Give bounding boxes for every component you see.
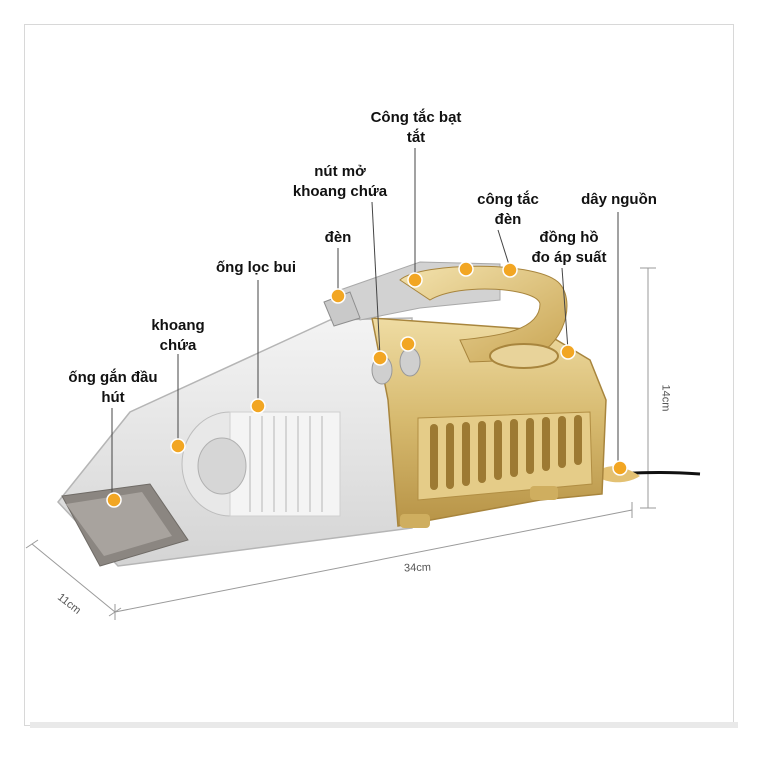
label-day-nguon: dây nguồn: [581, 191, 657, 208]
label-dong-ho-do-ap-suat: đồng hồ đo áp suất: [531, 229, 607, 266]
callout-dot-den: [330, 288, 346, 304]
leader-lines: [111, 148, 619, 498]
callout-dot-khoang-chua: [170, 438, 186, 454]
callout-dot-nut-mo: [372, 350, 388, 366]
callout-dot-ong-gan-dau-hut: [106, 492, 122, 508]
width-tick-bottom: [108, 607, 122, 617]
filter-center: [197, 437, 247, 495]
callout-dot-ong-loc-bui: [250, 398, 266, 414]
length-line: [114, 509, 633, 613]
dimension-length: 34cm: [403, 561, 432, 575]
side-button-2: [399, 347, 421, 377]
nozzle-inner: [66, 492, 172, 556]
label-nut-mo-khoang-chua: nút mở khoang chứa: [292, 163, 388, 200]
label-cong-tac-den: công tắc đèn: [477, 191, 539, 228]
filter-pleats: [249, 416, 323, 512]
callout-dot-dong-ho: [560, 344, 576, 360]
pressure-gauge: [489, 343, 559, 369]
callout-dot-extra: [458, 261, 474, 277]
dimension-lines: [25, 267, 656, 620]
label-ong-loc-bui: ống lọc bui: [216, 259, 296, 276]
width-tick-top: [25, 539, 39, 549]
callout-dot-button: [400, 336, 416, 352]
width-line: [31, 543, 116, 613]
label-cong-tac-bat-tat: Công tắc bạt tắt: [370, 109, 462, 146]
foot-back: [530, 486, 558, 500]
label-den: đèn: [324, 229, 352, 246]
frame-shadow: [30, 722, 738, 728]
callout-dot-day-nguon: [612, 460, 628, 476]
callout-dots: [106, 261, 628, 508]
label-khoang-chua: khoang chứa: [151, 317, 205, 354]
callout-dot-cong-tac-bat-tat: [407, 272, 423, 288]
vent-slots: [430, 415, 582, 490]
dimension-height: 14cm: [659, 384, 672, 412]
callout-dot-cong-tac-den: [502, 262, 518, 278]
label-ong-gan-dau-hut: ống gắn đầu hút: [68, 369, 158, 406]
foot-front: [400, 514, 430, 528]
